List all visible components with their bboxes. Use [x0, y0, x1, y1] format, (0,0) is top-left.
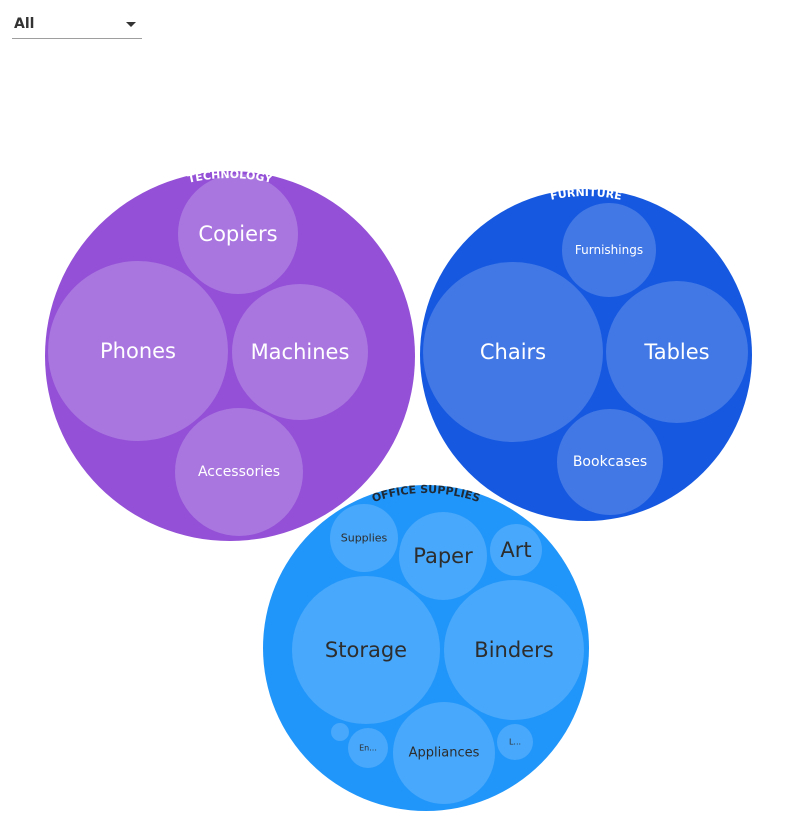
bubble-envelopes[interactable]	[348, 728, 388, 768]
bubble-label-binders: Binders	[474, 638, 553, 662]
bubble-supplies[interactable]	[330, 504, 398, 572]
category-filter-dropdown[interactable]: All	[12, 12, 142, 39]
bubble-copiers[interactable]	[178, 174, 298, 294]
bubble-labels[interactable]	[497, 724, 533, 760]
bubble-label-tables: Tables	[643, 340, 709, 364]
bubble-label-supplies: Supplies	[341, 532, 388, 545]
bubble-label-machines: Machines	[251, 340, 350, 364]
bubble-paper[interactable]	[399, 512, 487, 600]
bubble-label-art: Art	[500, 538, 531, 562]
bubble-label-furnishings: Furnishings	[575, 243, 643, 257]
bubble-label-phones: Phones	[100, 339, 176, 363]
bubble-label-storage: Storage	[325, 638, 407, 662]
bubble-chairs[interactable]	[423, 262, 603, 442]
filter-selected-value: All	[14, 16, 35, 32]
bubble-label-appliances: Appliances	[409, 746, 480, 761]
bubble-phones[interactable]	[48, 261, 228, 441]
group-label-technology: TECHNOLOGY	[186, 168, 274, 186]
bubble-label-labels: L...	[509, 738, 521, 747]
bubble-fasteners[interactable]	[331, 723, 349, 741]
bubble-label-chairs: Chairs	[480, 340, 546, 364]
bubble-tables[interactable]	[606, 281, 748, 423]
bubble-storage[interactable]	[292, 576, 440, 724]
chevron-down-icon	[126, 22, 136, 27]
bubble-label-accessories: Accessories	[198, 464, 280, 480]
bubble-label-paper: Paper	[413, 544, 473, 568]
bubble-label-bookcases: Bookcases	[573, 454, 647, 470]
bubble-label-copiers: Copiers	[198, 222, 277, 246]
bubble-binders[interactable]	[444, 580, 584, 720]
bubble-accessories[interactable]	[175, 408, 303, 536]
bubble-machines[interactable]	[232, 284, 368, 420]
bubble-bookcases[interactable]	[557, 409, 663, 515]
bubble-furnishings[interactable]	[562, 203, 656, 297]
bubble-art[interactable]	[490, 524, 542, 576]
bubble-appliances[interactable]	[393, 702, 495, 804]
bubble-label-envelopes: En...	[359, 744, 377, 753]
group-label-furniture: FURNITURE	[549, 186, 623, 203]
